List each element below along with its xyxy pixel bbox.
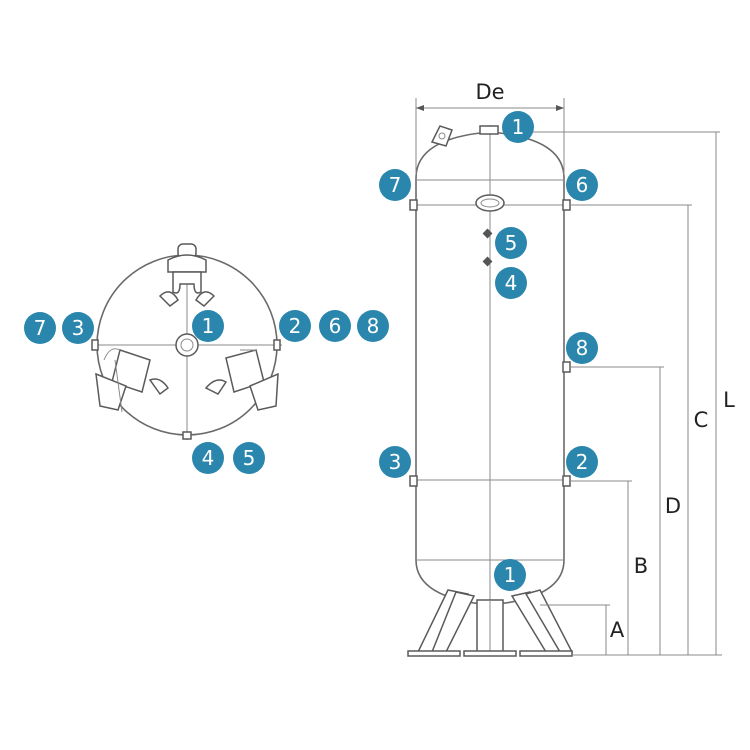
inspection-hole-inner xyxy=(480,198,500,208)
svg-text:7: 7 xyxy=(389,173,402,197)
svg-text:8: 8 xyxy=(576,336,589,360)
top-port xyxy=(479,125,499,135)
svg-text:6: 6 xyxy=(576,173,589,197)
side-badge-4: 4 xyxy=(495,267,527,299)
gauge-port-4 xyxy=(482,256,493,267)
dimension-label-d: D xyxy=(665,494,681,518)
port-8 xyxy=(562,361,571,373)
svg-text:1: 1 xyxy=(512,115,525,139)
svg-text:5: 5 xyxy=(505,231,518,255)
dimension-label-l: L xyxy=(723,388,735,412)
gauge-port-5 xyxy=(482,228,493,239)
svg-text:2: 2 xyxy=(289,314,302,338)
top-view-lifting-lug xyxy=(158,243,216,307)
svg-text:4: 4 xyxy=(505,271,518,295)
dimension-label-c: C xyxy=(694,408,709,432)
inspection-hole xyxy=(475,194,505,212)
top-badge-1: 1 xyxy=(192,310,224,342)
top-badge-4: 4 xyxy=(192,442,224,474)
top-badge-8: 8 xyxy=(357,310,389,342)
port-2 xyxy=(562,475,571,487)
svg-text:5: 5 xyxy=(243,446,256,470)
side-badge-6: 6 xyxy=(566,169,598,201)
svg-text:8: 8 xyxy=(367,314,380,338)
dimension-label-de: De xyxy=(475,80,504,104)
diameter-dimension: De xyxy=(415,80,565,175)
side-badge-7: 7 xyxy=(379,169,411,201)
svg-text:6: 6 xyxy=(329,314,342,338)
svg-text:3: 3 xyxy=(72,316,85,340)
side-badge-5: 5 xyxy=(495,227,527,259)
side-badge-8: 8 xyxy=(566,332,598,364)
top-view-center-port-inner xyxy=(180,338,194,352)
port-7 xyxy=(409,199,418,211)
top-view: 7 3 1 2 6 8 4 5 xyxy=(24,243,389,474)
tank-legs xyxy=(407,589,574,657)
top-badge-6: 6 xyxy=(319,310,351,342)
svg-text:1: 1 xyxy=(202,314,215,338)
dimension-label-a: A xyxy=(610,618,625,642)
side-badge-3: 3 xyxy=(379,446,411,478)
side-badge-1-top: 1 xyxy=(502,111,534,143)
dimension-label-b: B xyxy=(634,554,648,578)
top-badge-3: 3 xyxy=(62,312,94,344)
top-view-foot-left xyxy=(95,348,170,413)
top-view-port-bottom xyxy=(182,431,192,440)
side-badge-2: 2 xyxy=(566,446,598,478)
svg-text:3: 3 xyxy=(389,450,402,474)
svg-text:4: 4 xyxy=(202,446,215,470)
top-view-port-right xyxy=(273,339,281,351)
port-3 xyxy=(409,475,418,487)
side-view: De A B D C L 1 7 6 xyxy=(379,80,735,657)
top-badge-2: 2 xyxy=(279,310,311,342)
svg-text:2: 2 xyxy=(576,450,589,474)
svg-text:1: 1 xyxy=(504,563,517,587)
svg-text:7: 7 xyxy=(34,316,47,340)
top-view-foot-right xyxy=(204,349,279,411)
top-lifting-lug xyxy=(430,125,453,147)
top-badge-7: 7 xyxy=(24,312,56,344)
top-view-center-port xyxy=(175,333,199,357)
top-view-port-left xyxy=(91,339,99,351)
top-badge-5: 5 xyxy=(233,442,265,474)
port-6 xyxy=(562,199,571,211)
side-badge-1-bottom: 1 xyxy=(494,559,526,591)
